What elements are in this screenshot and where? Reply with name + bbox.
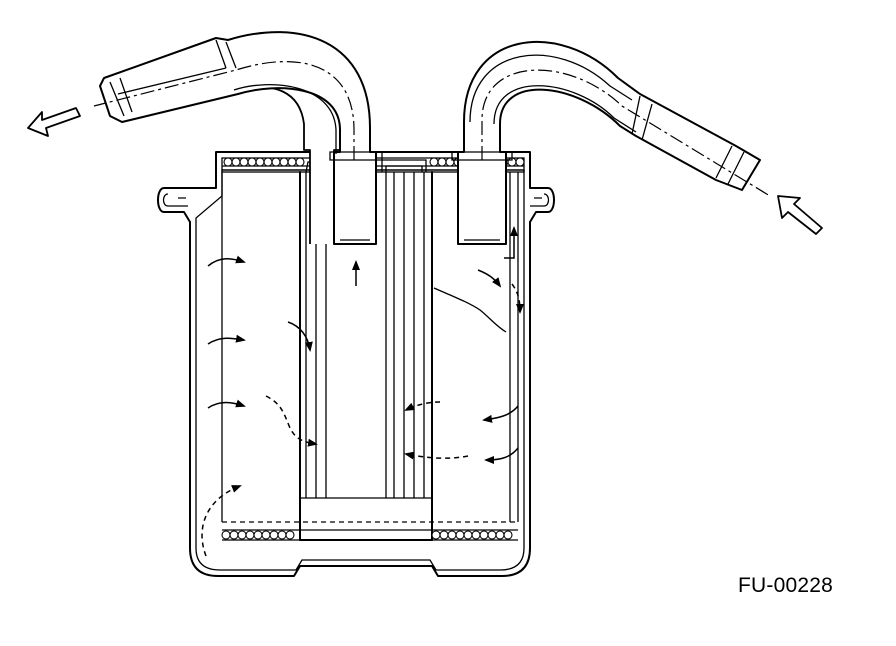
seal-bead [263,157,273,167]
seal-bead [445,157,455,167]
outflow-arrow [27,107,81,137]
bottom-seal [221,530,513,540]
seal-bead [239,157,249,167]
seal-bead [255,157,265,167]
seal-bead [247,157,257,167]
flow-arrows [201,226,524,557]
seal-bead [237,530,247,540]
filter-housing [157,151,555,577]
seal-bead [439,530,449,540]
seal-bead [479,530,489,540]
seal-bead [269,530,279,540]
seal-bead [277,530,287,540]
seal-bead [271,157,281,167]
seal-bead [455,530,465,540]
figure-code: FU-00228 [738,574,833,597]
seal-bead [437,157,447,167]
seal-bead [253,530,263,540]
seal-bead [279,157,289,167]
seal-bead [295,157,305,167]
seal-bead [245,530,255,540]
inlet-pipe [451,40,771,245]
seal-bead [447,530,457,540]
seal-bead [261,530,271,540]
seal-bead [471,530,481,540]
seal-bead [495,530,505,540]
seal-bead [231,157,241,167]
seal-bead [503,530,513,540]
seal-bead [431,530,441,540]
outlet-pipe [93,31,383,245]
seal-bead [287,157,297,167]
seal-bead [463,530,473,540]
seal-bead [223,157,233,167]
seal-bead [487,530,497,540]
inflow-arrow [777,195,823,235]
seal-bead [515,157,525,167]
seal-bead [285,530,295,540]
seal-bead [429,157,439,167]
seal-bead [221,530,231,540]
seal-bead [229,530,239,540]
